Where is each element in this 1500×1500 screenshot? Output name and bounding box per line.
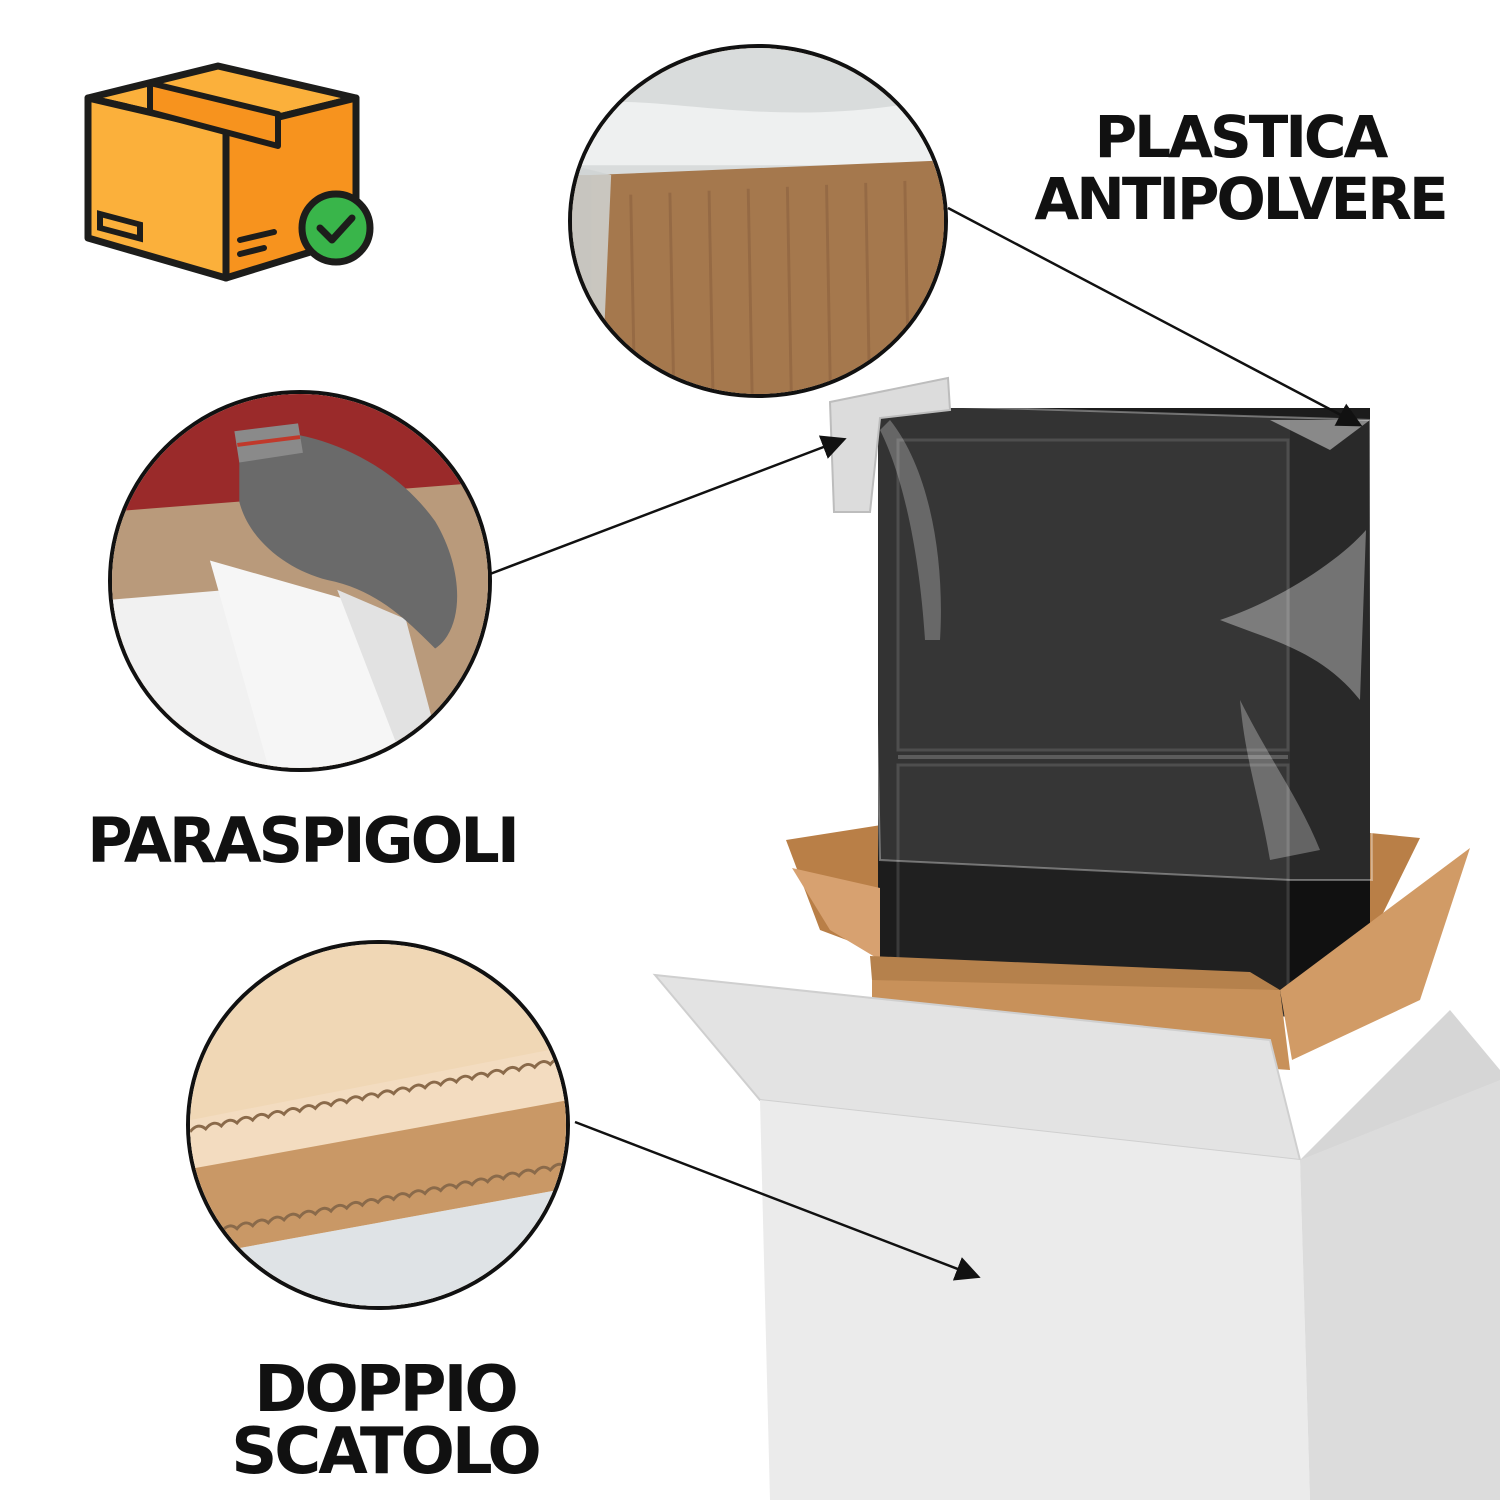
- plastic-fold-2: [1240, 700, 1320, 860]
- white-box-front: [760, 1100, 1310, 1500]
- cabinet-drawer-top: [896, 438, 1290, 752]
- plastic-fold-4: [1270, 420, 1370, 450]
- white-box-side: [1300, 1080, 1500, 1500]
- label-doppio-scatolo: DOPPIO SCATOLO: [220, 1353, 550, 1489]
- detail-circle-double-box: [186, 940, 570, 1310]
- kraft-flap-right: [1280, 848, 1470, 1060]
- label-doppio-line1: DOPPIO: [254, 1353, 519, 1427]
- plastic-fold-3: [880, 420, 941, 640]
- kraft-flap-left: [792, 868, 880, 960]
- label-paraspigoli: PARASPIGOLI: [87, 804, 520, 877]
- label-plastica-line1: PLASTICA: [1094, 103, 1389, 171]
- package-box-icon: [84, 62, 374, 282]
- detail-circle-corner-protector: [108, 390, 492, 772]
- label-plastica-antipolvere: PLASTICA ANTIPOLVERE: [1020, 108, 1460, 232]
- label-doppio-line2: SCATOLO: [231, 1415, 542, 1489]
- detail-circle-plastic: [568, 44, 948, 398]
- check-badge-icon: [298, 190, 374, 266]
- plastic-fold-1: [1220, 530, 1366, 700]
- kraft-flap-front: [870, 956, 1280, 990]
- cabinet-side: [1290, 420, 1370, 980]
- label-plastica-line2: ANTIPOLVERE: [1034, 165, 1448, 233]
